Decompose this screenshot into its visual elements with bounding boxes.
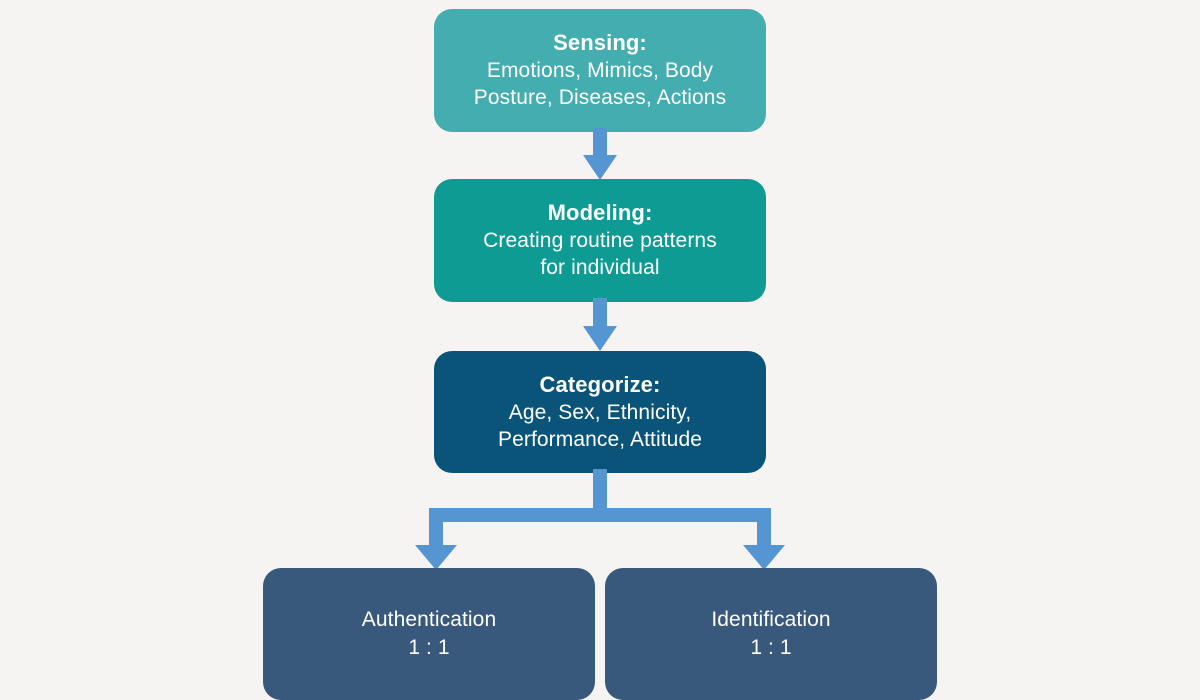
node-modeling-body: Creating routine patterns for individual: [483, 229, 717, 280]
node-categorize[interactable]: Categorize: Age, Sex, Ethnicity, Perform…: [434, 351, 766, 473]
node-identification-label: Identification 1 : 1: [711, 608, 831, 659]
split-arrow-categorize-to-outputs: [415, 469, 785, 570]
node-categorize-title: Categorize:: [539, 371, 661, 397]
node-sensing-body: Emotions, Mimics, Body Posture, Diseases…: [473, 59, 727, 110]
arrow-modeling-to-categorize: [583, 298, 617, 351]
node-authentication[interactable]: Authentication 1 : 1: [263, 568, 595, 700]
node-categorize-body: Age, Sex, Ethnicity, Performance, Attitu…: [497, 400, 703, 451]
node-modeling[interactable]: Modeling: Creating routine patterns for …: [434, 179, 766, 302]
node-authentication-label: Authentication 1 : 1: [361, 608, 497, 659]
arrow-sensing-to-modeling: [583, 128, 617, 180]
node-identification[interactable]: Identification 1 : 1: [605, 568, 937, 700]
node-modeling-title: Modeling:: [547, 200, 653, 226]
node-sensing[interactable]: Sensing: Emotions, Mimics, Body Posture,…: [434, 9, 766, 132]
node-sensing-title: Sensing:: [553, 30, 647, 56]
